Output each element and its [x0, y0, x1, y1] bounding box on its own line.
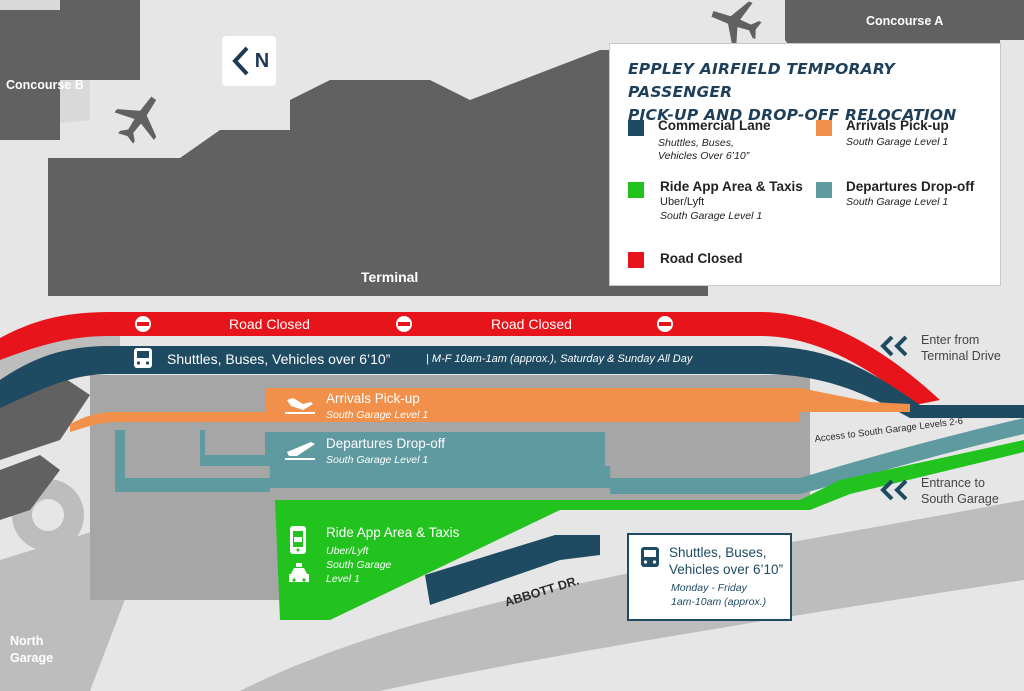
legend-commercial-sub: Shuttles, Buses,Vehicles Over 6’10”	[658, 137, 750, 162]
legend-ride-app-sub2: South Garage Level 1	[660, 210, 763, 222]
swatch-road-closed	[628, 252, 644, 268]
shuttle-lot	[425, 535, 600, 605]
double-chevron-left-icon	[880, 479, 908, 501]
legend-ride-app-sub1: Uber/Lyft	[660, 196, 705, 208]
shuttle-lane-label: Shuttles, Buses, Vehicles over 6’10”	[167, 351, 391, 367]
no-entry-icon	[657, 316, 673, 332]
departures-sub: South Garage Level 1	[326, 454, 429, 466]
airplane-icon	[114, 96, 157, 144]
bus-icon	[641, 547, 659, 567]
ride-app-area	[275, 440, 1024, 620]
legend-departures-sub: South Garage Level 1	[846, 196, 949, 208]
arrivals-lane	[70, 388, 910, 432]
airplane-takeoff-icon	[285, 442, 315, 460]
shuttle-lane-hours: | M-F 10am-1am (approx.), Saturday & Sun…	[426, 353, 693, 365]
shuttle-info-box: Shuttles, Buses,Vehicles over 6’10” Mond…	[627, 533, 792, 621]
no-entry-icon	[135, 316, 151, 332]
swatch-departures	[816, 182, 832, 198]
road-closed-lane	[0, 312, 940, 405]
shuttle-box-title: Shuttles, Buses,Vehicles over 6’10”	[669, 545, 784, 577]
arrivals-label: Arrivals Pick-up	[326, 391, 420, 406]
swatch-ride-app	[628, 182, 644, 198]
north-arrow-icon	[232, 46, 249, 76]
phone-car-icon	[290, 526, 306, 554]
road-closed-label: Road Closed	[229, 316, 310, 332]
bus-icon	[134, 348, 152, 368]
roundabout-center	[32, 499, 64, 531]
concourse-a-label: Concourse A	[866, 14, 944, 28]
legend-road-closed-name: Road Closed	[660, 251, 743, 266]
legend-arrivals-name: Arrivals Pick-up	[846, 118, 949, 133]
north-letter: N	[254, 49, 270, 72]
no-entry-icon	[396, 316, 412, 332]
road-closed-label: Road Closed	[491, 316, 572, 332]
legend-commercial-name: Commercial Lane	[658, 118, 771, 133]
commercial-lane	[0, 346, 1024, 418]
swatch-commercial	[628, 120, 644, 136]
ride-app-label: Ride App Area & Taxis	[326, 525, 460, 540]
terminal-label: Terminal	[361, 269, 419, 285]
legend-arrivals-sub: South Garage Level 1	[846, 136, 949, 148]
concourse-b-building	[0, 0, 140, 140]
taxi-icon	[289, 563, 309, 582]
airplane-landing-icon	[285, 398, 315, 414]
terminal-building	[48, 50, 708, 296]
arrivals-sub: South Garage Level 1	[326, 409, 429, 421]
legend-ride-app-name: Ride App Area & Taxis	[660, 179, 803, 194]
swatch-arrivals	[816, 120, 832, 136]
legend-departures-name: Departures Drop-off	[846, 179, 975, 194]
garage-left-block-2	[0, 455, 60, 520]
north-badge: N	[222, 36, 276, 86]
double-chevron-left-icon	[880, 335, 908, 357]
airplane-icon	[711, 1, 762, 48]
concourse-b-label: Concourse B	[6, 78, 84, 92]
departures-label: Departures Drop-off	[326, 436, 446, 451]
departures-lane	[115, 418, 1024, 494]
